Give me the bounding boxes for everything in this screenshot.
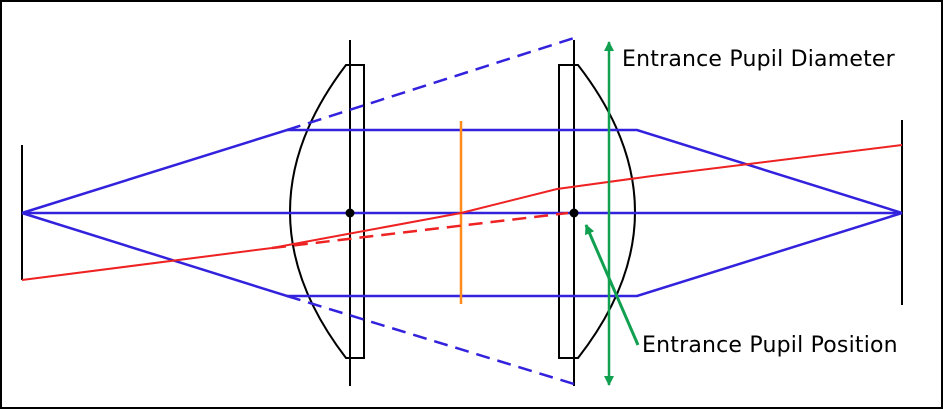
entrance-pupil-position-label: Entrance Pupil Position bbox=[642, 333, 898, 358]
lens-1-center-point bbox=[345, 208, 355, 218]
virtual-ray-upper bbox=[286, 36, 575, 132]
chief-ray-virtual bbox=[271, 211, 569, 250]
chief-ray bbox=[21, 144, 903, 281]
entrance-pupil-position-pointer bbox=[584, 224, 640, 346]
entrance-pupil-diameter-label: Entrance Pupil Diameter bbox=[622, 47, 896, 72]
lens-1 bbox=[289, 64, 365, 359]
virtual-ray-lower bbox=[286, 294, 575, 386]
lens-2-center-point bbox=[569, 208, 579, 218]
lens-2 bbox=[558, 64, 636, 359]
